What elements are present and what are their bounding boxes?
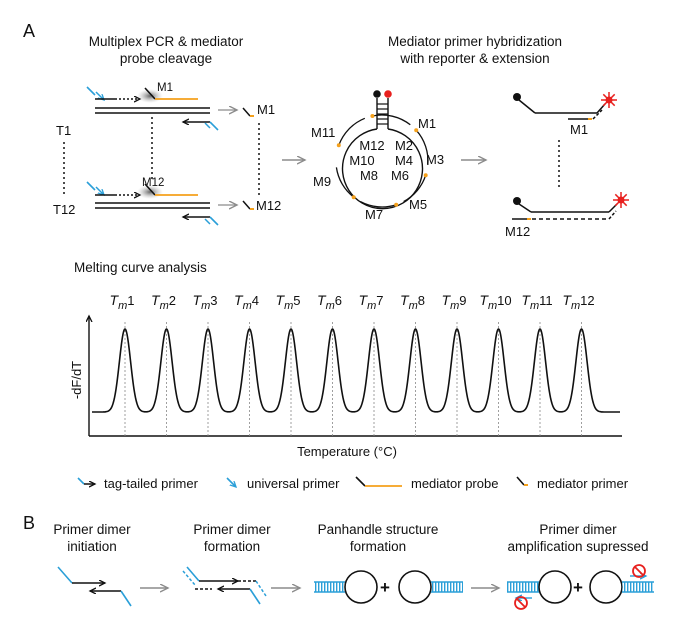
ring-inner-m2: M2	[395, 138, 413, 153]
ring-inner-m12: M12	[359, 138, 384, 153]
tm-label-8: Tm8	[400, 292, 425, 312]
extended-reporter-m1: M1	[513, 93, 606, 137]
x-axis-label: Temperature (°C)	[297, 444, 397, 459]
ring-arc	[403, 174, 427, 203]
tm-label-5: Tm5	[276, 292, 301, 312]
ring-arc	[360, 201, 397, 208]
ring-arc	[372, 114, 411, 126]
extended-reporter-m12: M12	[505, 197, 618, 239]
tm-label-7: Tm7	[359, 292, 384, 312]
melt-curve-series	[92, 328, 620, 413]
primer-tip	[423, 173, 428, 178]
b-step4-line2: amplification supressed	[507, 539, 648, 554]
dimer-initiation	[57, 566, 132, 607]
b-step2-line2: formation	[204, 539, 260, 554]
tm-label-12: Tm12	[562, 292, 594, 312]
no-entry-icon	[514, 596, 528, 610]
plus-1: +	[380, 578, 390, 597]
primer-tip	[394, 202, 399, 207]
ring-arc	[338, 117, 366, 146]
tm-label-1: Tm1	[110, 292, 135, 312]
ring-arc	[335, 167, 355, 198]
plus-2: +	[573, 578, 583, 597]
pcr-t1: M1 T1	[56, 82, 219, 138]
step2-title-line1: Mediator primer hybridization	[388, 34, 562, 49]
ring-outer-m11: M11	[311, 125, 335, 140]
panel-a-letter: A	[23, 21, 35, 41]
target-t12: T12	[53, 202, 75, 217]
legend-tag-tailed-primer: tag-tailed primer	[77, 476, 199, 491]
legend-label: mediator primer	[537, 476, 629, 491]
step1-title-line2: probe cleavage	[120, 51, 212, 66]
ring-inner-m6: M6	[391, 168, 409, 183]
primer-tip	[370, 114, 375, 118]
y-axis-label: -dF/dT	[69, 361, 84, 399]
b-step3-line2: formation	[350, 539, 406, 554]
primer-tip	[336, 143, 341, 148]
legend-label: mediator probe	[411, 476, 498, 491]
ring-outer-m9: M9	[313, 174, 331, 189]
dimer-formation	[182, 566, 267, 605]
reporter-ring: M12 M2 M10 M4 M8 M6 M1 M3 M5 M7 M9 M11	[311, 90, 444, 222]
ring-outer-m1: M1	[418, 116, 436, 131]
fluorescence-star-icon	[613, 192, 629, 208]
reporter-m1: M1	[570, 122, 588, 137]
step1-title-line1: Multiplex PCR & mediator	[89, 34, 244, 49]
tm-label-2: Tm2	[151, 292, 176, 312]
ring-inner-m8: M8	[360, 168, 378, 183]
b-step1-line1: Primer dimer	[53, 522, 131, 537]
step2-title-line2: with reporter & extension	[399, 51, 549, 66]
suppressed-1	[507, 570, 572, 610]
legend-mediator-primer: mediator primer	[516, 476, 629, 491]
tm-label-3: Tm3	[193, 292, 218, 312]
target-t1: T1	[56, 123, 71, 138]
fluorescence-star-icon	[601, 92, 617, 108]
no-entry-icon	[632, 564, 646, 578]
reporter-m12: M12	[505, 224, 530, 239]
b-step2-line1: Primer dimer	[193, 522, 271, 537]
primer-tip	[351, 195, 356, 200]
melting-curve-chart: -dF/dT Temperature (°C) Tm1 Tm2 Tm3 Tm4 Tm5 T…	[69, 292, 622, 459]
legend-label: tag-tailed primer	[104, 476, 199, 491]
pcr-t12: M12 T12	[53, 177, 219, 226]
cleaved-m12: M12	[256, 198, 281, 213]
cleaved-mediators: M1 M12	[218, 102, 281, 213]
ring-inner-m10: M10	[349, 153, 374, 168]
panel-b-letter: B	[23, 513, 35, 533]
legend-universal-primer: universal primer	[226, 476, 340, 491]
ring-arc	[415, 129, 429, 166]
panhandle-2	[398, 570, 463, 604]
probe-label-m12: M12	[142, 177, 164, 189]
melt-title: Melting curve analysis	[74, 260, 207, 275]
panhandle-1	[314, 570, 378, 604]
b-step1-line2: initiation	[67, 539, 117, 554]
tm-label-10: Tm10	[479, 292, 511, 312]
probe-label-m1: M1	[157, 82, 173, 94]
legend-label: universal primer	[247, 476, 340, 491]
b-step3-line1: Panhandle structure	[318, 522, 439, 537]
suppressed-2	[589, 564, 654, 604]
primer-tip	[414, 128, 419, 133]
tm-label-6: Tm6	[317, 292, 342, 312]
cleaved-m1: M1	[257, 102, 275, 117]
ring-outer-m7: M7	[365, 207, 383, 222]
tm-label-4: Tm4	[234, 292, 259, 312]
legend: tag-tailed primer universal primer media…	[77, 476, 629, 491]
tm-label-11: Tm11	[521, 292, 552, 312]
ring-outer-m5: M5	[409, 197, 427, 212]
tm-label-9: Tm9	[442, 292, 467, 312]
b-step4-line1: Primer dimer	[539, 522, 617, 537]
legend-mediator-probe: mediator probe	[355, 476, 498, 491]
ring-outer-m3: M3	[426, 152, 444, 167]
ring-inner-m4: M4	[395, 153, 413, 168]
